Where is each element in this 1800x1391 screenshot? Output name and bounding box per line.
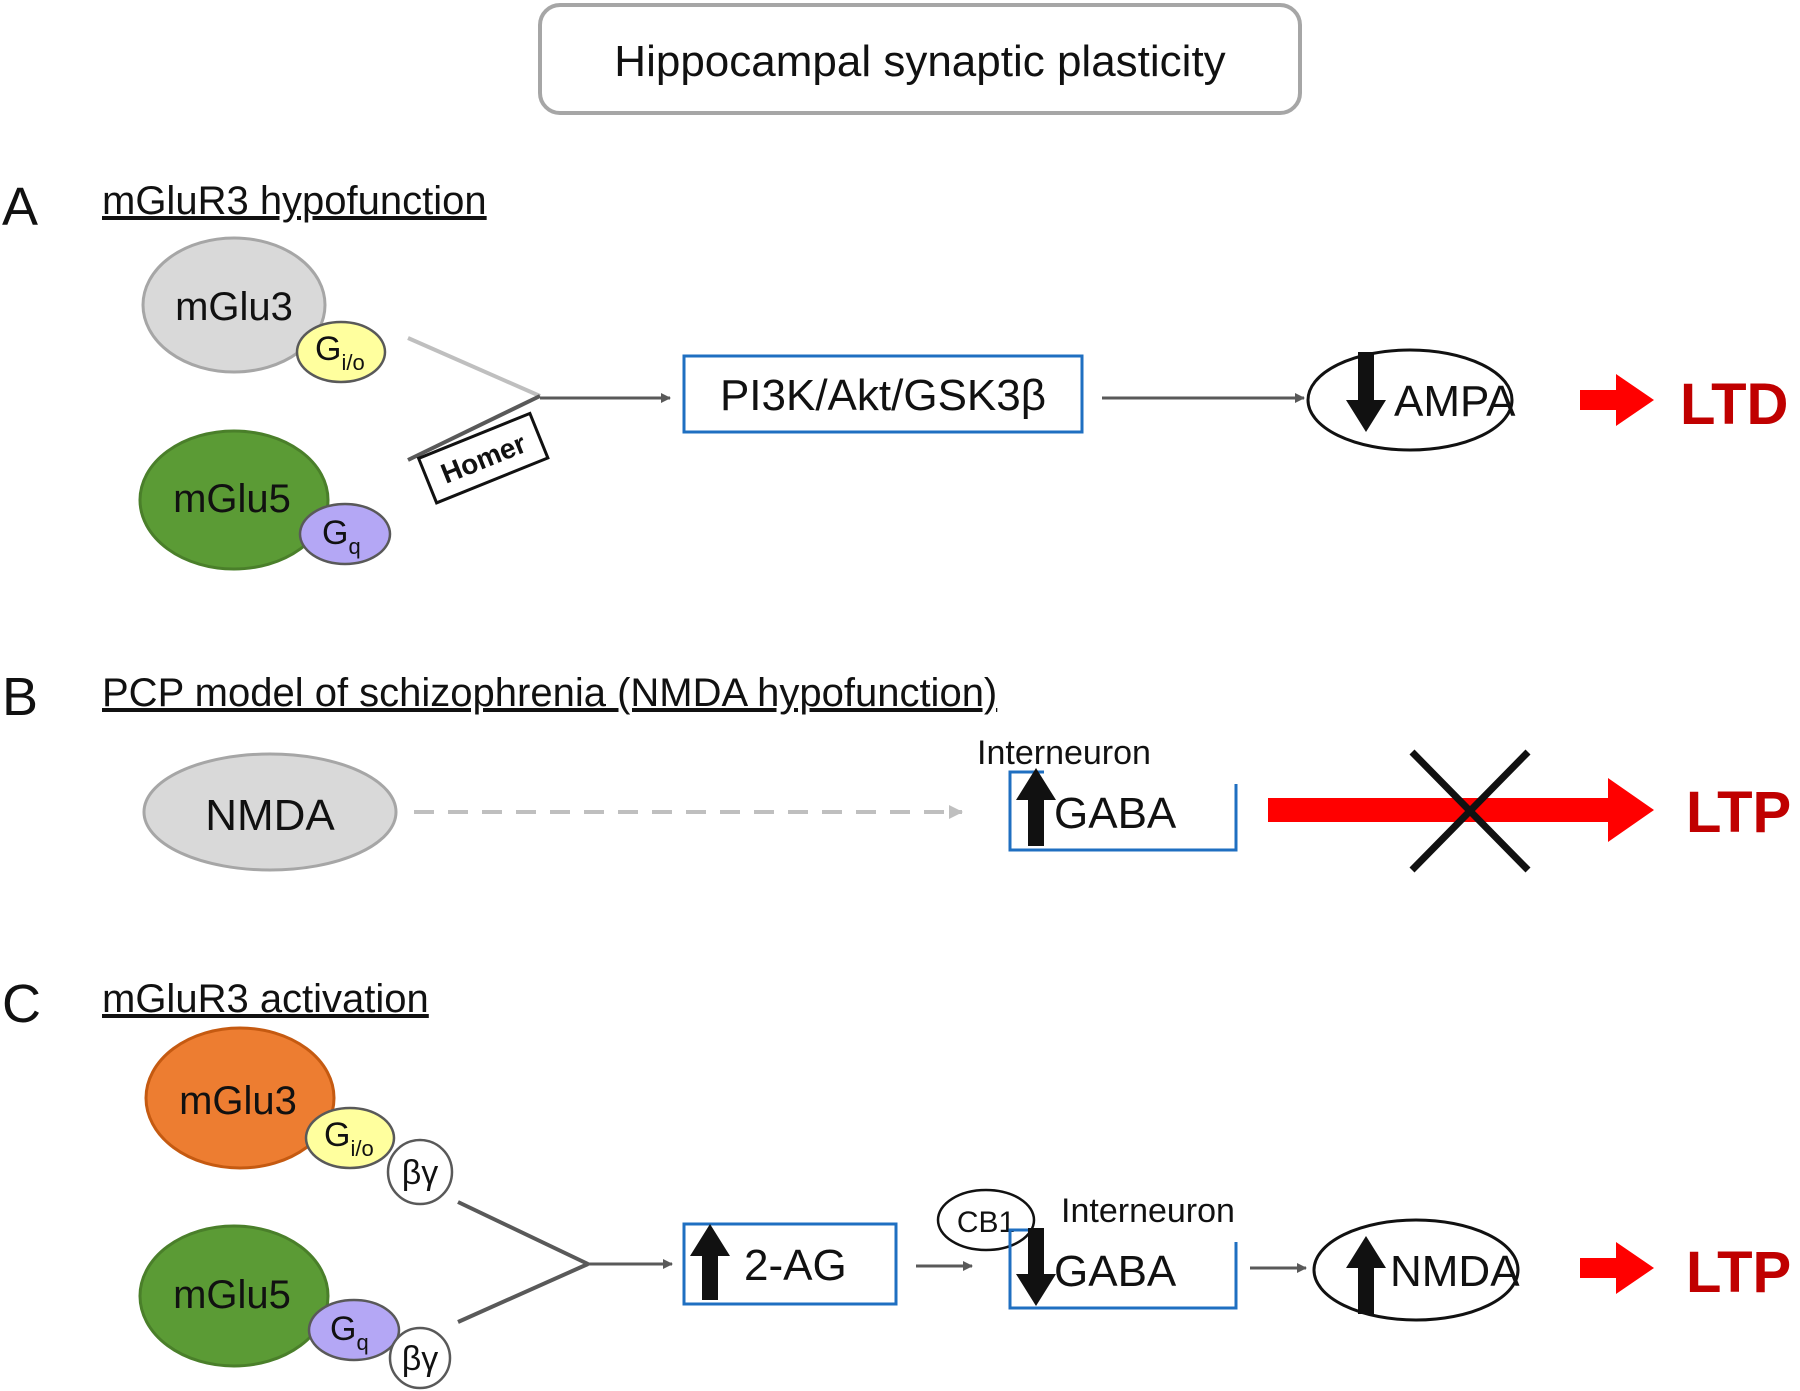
mglu3-receptor-active [144, 1026, 336, 1170]
up-arrow-icon [1016, 768, 1056, 846]
gio-label: Gi/o [315, 330, 365, 375]
mglu3-receptor-inactive [141, 236, 327, 374]
panel-c-heading: mGluR3 activation [102, 977, 429, 1021]
panel-b-letter: B [2, 667, 38, 727]
nmda-label-b: NMDA [205, 791, 335, 840]
beta-gamma-1-label: βγ [402, 1154, 439, 1192]
homer-box: Homer [416, 411, 550, 505]
title-box: Hippocampal synaptic plasticity [538, 3, 1302, 115]
gio-protein [295, 320, 387, 384]
mglu5-connector [407, 394, 541, 462]
panel-a-heading: mGluR3 hypofunction [102, 179, 487, 223]
mglu5-label: mGlu5 [173, 477, 291, 521]
gio-protein-c [304, 1106, 396, 1170]
beta-gamma-2 [388, 1326, 452, 1390]
panel-b-heading: PCP model of schizophrenia (NMDA hypofun… [102, 671, 997, 715]
beta-gamma-1 [386, 1138, 454, 1206]
nmda-receptor-inactive [142, 752, 398, 872]
red-arrow-ltp-b [1268, 778, 1654, 842]
gaba-label-c: GABA [1054, 1247, 1177, 1296]
gio-label-c: Gi/o [324, 1116, 374, 1161]
title-text: Hippocampal synaptic plasticity [614, 37, 1225, 86]
ltp-output-c: LTP [1686, 1240, 1791, 1305]
mglu3-c-connector [457, 1200, 589, 1266]
red-arrow-ltp-c [1580, 1242, 1654, 1294]
mglu5-receptor-c [138, 1224, 330, 1368]
gq-protein-c [307, 1298, 401, 1362]
beta-gamma-2-label: βγ [402, 1340, 439, 1378]
ltp-output-b: LTP [1686, 780, 1791, 845]
up-arrow-icon [1346, 1236, 1386, 1314]
ltd-output: LTD [1680, 372, 1788, 437]
panel-c: C mGluR3 activation mGlu3 Gi/o βγ mGlu5 … [2, 974, 1791, 1390]
mglu3-label: mGlu3 [175, 285, 293, 329]
up-arrow-icon [690, 1224, 730, 1300]
gaba-box-c [1008, 1228, 1238, 1310]
pi3k-label: PI3K/Akt/GSK3β [720, 371, 1046, 420]
mglu5-receptor [138, 429, 330, 571]
interneuron-label-c: Interneuron [1061, 1192, 1235, 1230]
gq-label: Gq [322, 514, 361, 559]
mglu3-connector [407, 336, 541, 398]
mglu3-label-c: mGlu3 [179, 1079, 297, 1123]
panel-c-letter: C [2, 974, 41, 1034]
pi3k-box [682, 354, 1084, 434]
panel-a-letter: A [2, 177, 38, 237]
mglu5-label-c: mGlu5 [173, 1273, 291, 1317]
down-arrow-icon [1346, 352, 1386, 432]
gaba-label-b: GABA [1054, 789, 1177, 838]
mglu5-c-connector [457, 1262, 589, 1324]
ampa-label: AMPA [1394, 377, 1516, 426]
gaba-box-b [1008, 770, 1238, 852]
down-arrow-icon [1016, 1228, 1056, 1306]
red-arrow-ltd [1580, 374, 1654, 426]
interneuron-label-b: Interneuron [977, 734, 1151, 772]
gq-label-c: Gq [330, 1310, 369, 1355]
gq-protein [298, 502, 392, 566]
cb1-label: CB1 [957, 1206, 1015, 1239]
nmda-label-c: NMDA [1390, 1247, 1520, 1296]
2ag-label: 2-AG [744, 1241, 847, 1290]
2ag-box [682, 1222, 898, 1306]
panel-b: B PCP model of schizophrenia (NMDA hypof… [2, 667, 1791, 873]
panel-a: A mGluR3 hypofunction mGlu3 Gi/o mGlu5 G… [2, 177, 1788, 571]
